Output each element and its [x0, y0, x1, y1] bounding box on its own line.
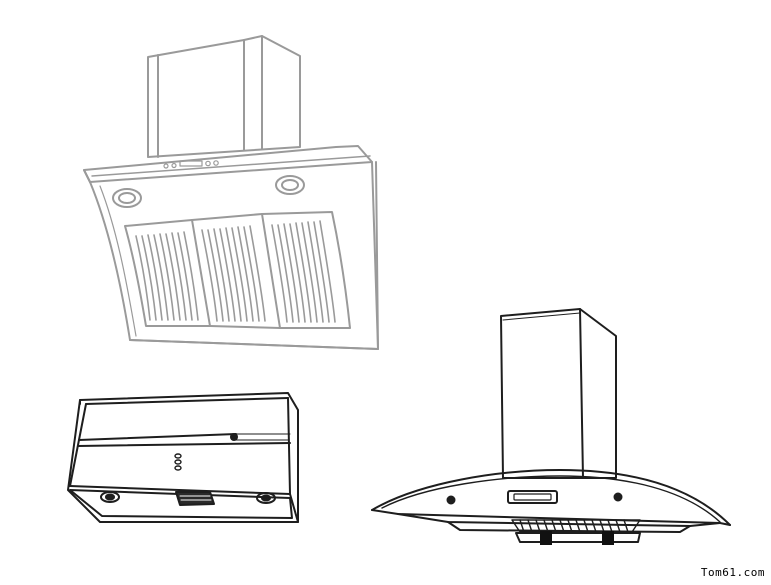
filter-slots-middle: [201, 225, 266, 322]
watermark-text: Tom61.com: [700, 566, 765, 579]
chimney-tower: [500, 308, 617, 479]
filter-slots-right: [271, 220, 336, 323]
slim-front-band: [77, 433, 291, 447]
filter-slots-left: [135, 231, 199, 321]
slim-underside: [69, 489, 293, 519]
lamp-left: [112, 188, 142, 208]
slim-indicators: [174, 453, 182, 471]
lamp-right: [275, 175, 305, 195]
range-hood-chimney-icon: [371, 308, 731, 545]
front-panel: [89, 161, 379, 350]
control-plate: [446, 490, 691, 533]
range-hood-slanted-icon: [83, 35, 379, 350]
chimney-underside: [515, 531, 641, 545]
range-hood-slim-icon: [67, 392, 299, 523]
control-buttons: [163, 160, 219, 169]
slim-filter: [175, 491, 215, 506]
control-bar: [83, 145, 373, 183]
chimney: [147, 35, 301, 158]
filter-frame: [124, 211, 351, 329]
